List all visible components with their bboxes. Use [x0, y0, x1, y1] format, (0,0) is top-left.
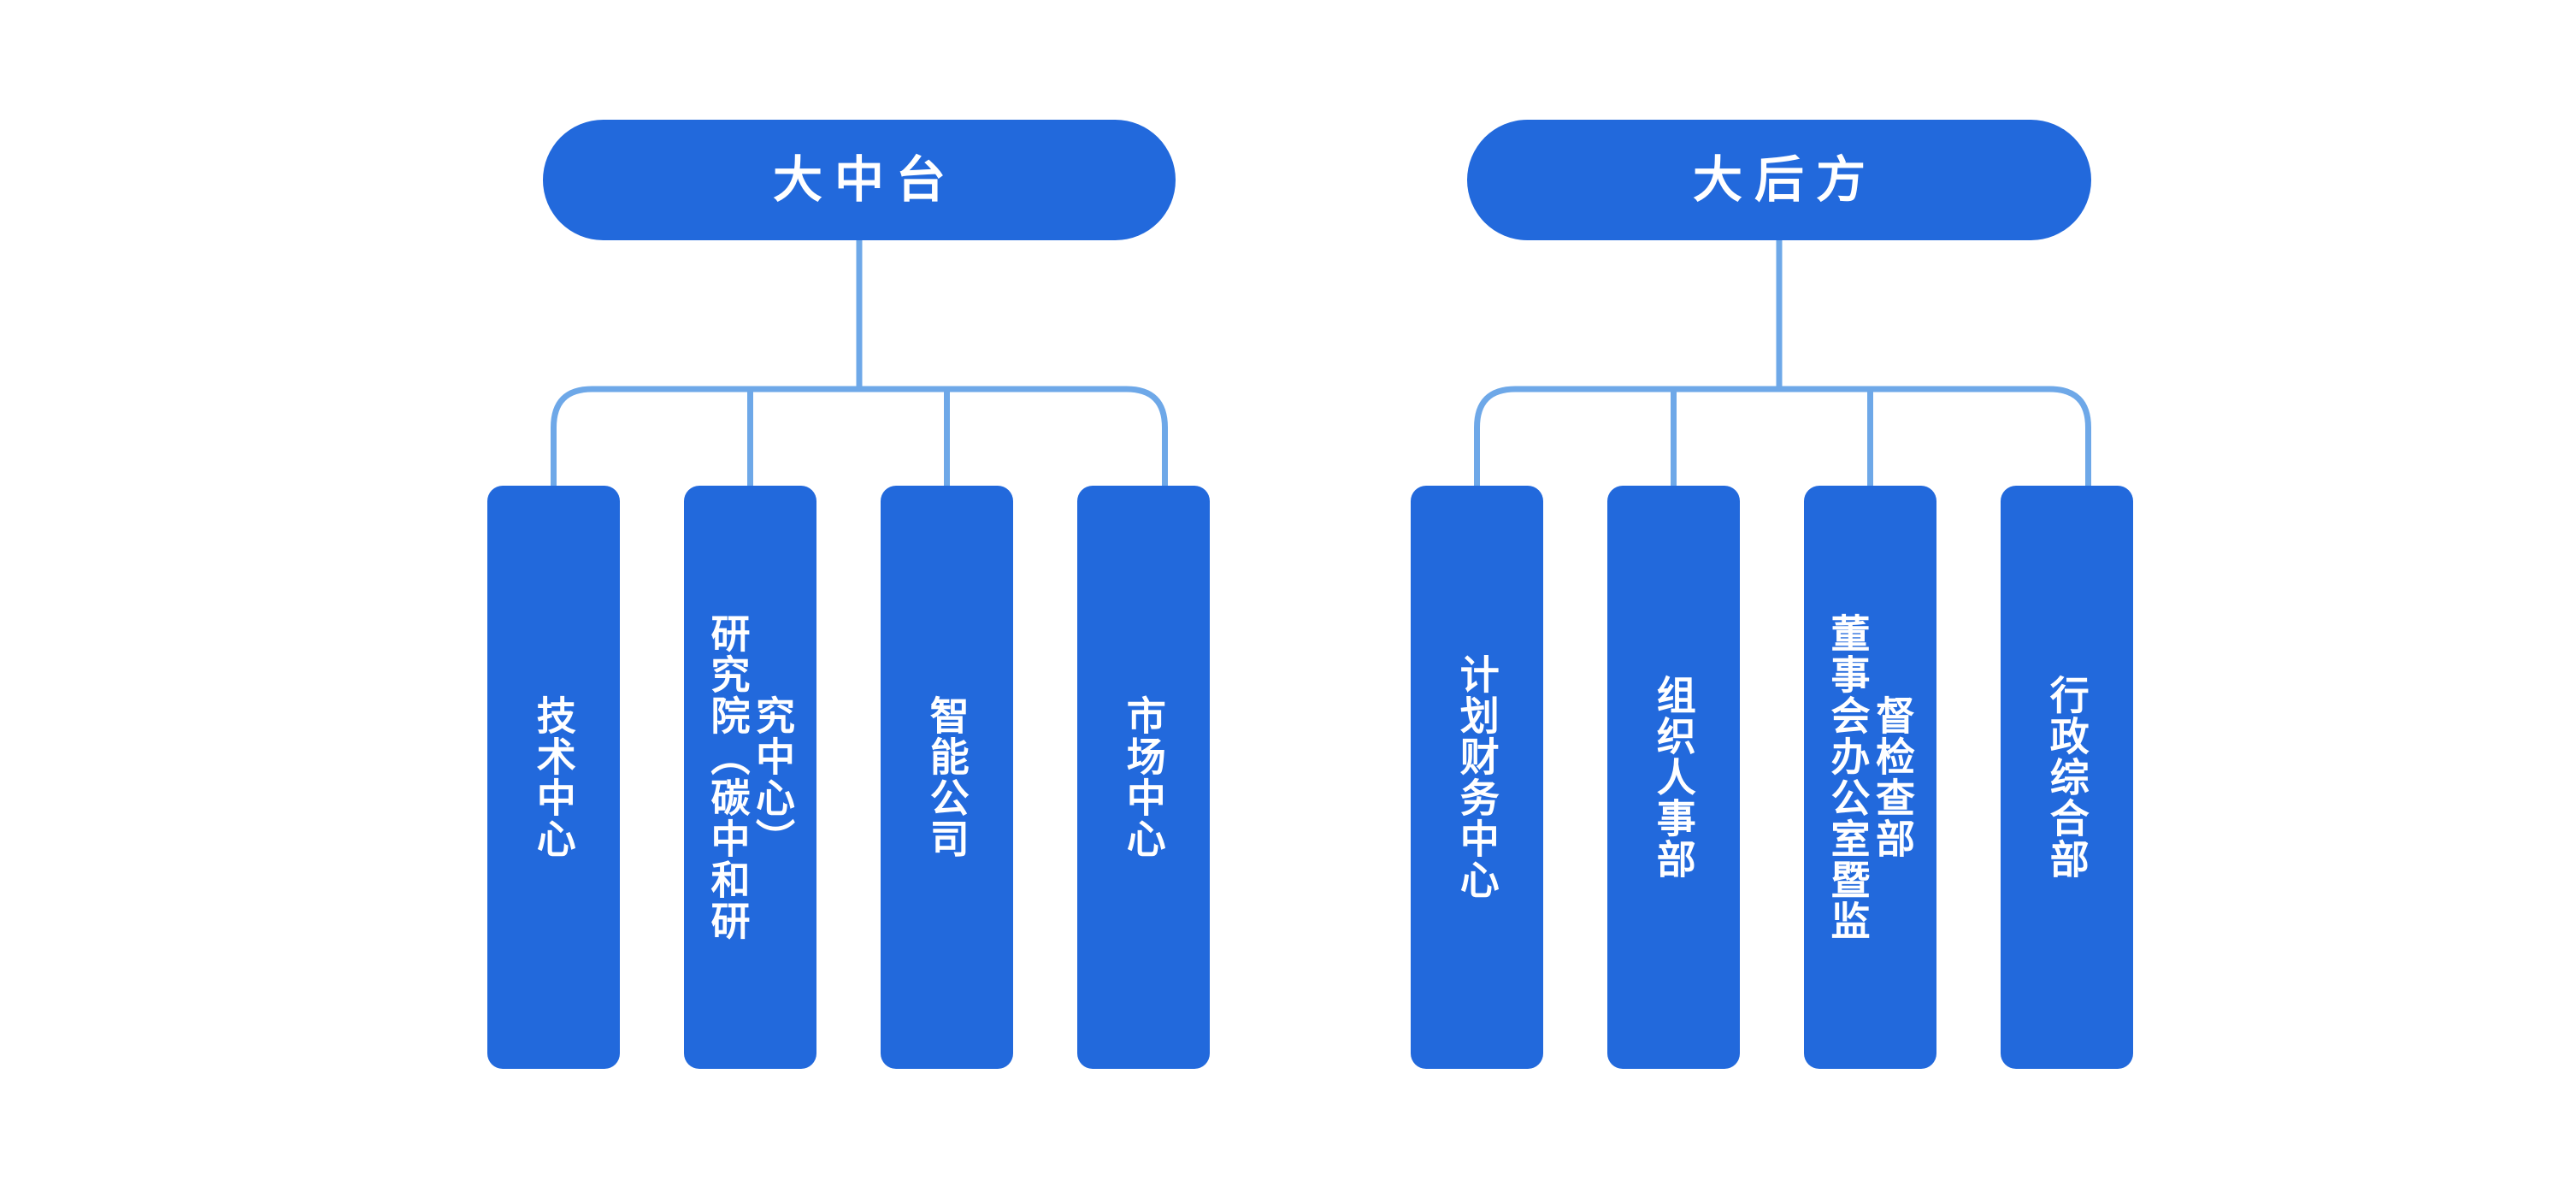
dept-box-research-institute[interactable]: 研究院（碳中和研究中心）: [684, 486, 816, 1069]
group-root-label-rear-support: 大后方: [1692, 151, 1877, 208]
dept-box-board-office[interactable]: 董事会办公室暨监督检查部: [1804, 486, 1936, 1069]
group-root-label-mid-platform: 大中台: [772, 151, 958, 208]
dept-box-intelligent-company[interactable]: 智能公司: [881, 486, 1013, 1069]
connector-bus-rear-support: [1474, 386, 2091, 486]
dept-box-hr-department[interactable]: 组织人事部: [1607, 486, 1740, 1069]
dept-box-admin-department[interactable]: 行政综合部: [2001, 486, 2133, 1069]
dept-label-intelligent-company: 智能公司: [924, 695, 970, 859]
dept-label-finance-center: 计划财务中心: [1454, 654, 1500, 900]
dept-box-finance-center[interactable]: 计划财务中心: [1411, 486, 1543, 1069]
dept-label-admin-department: 行政综合部: [2044, 675, 2090, 880]
group-root-rear-support[interactable]: 大后方: [1467, 120, 2091, 240]
group-root-mid-platform[interactable]: 大中台: [543, 120, 1176, 240]
dept-box-tech-center[interactable]: 技术中心: [487, 486, 620, 1069]
dept-label-tech-center: 技术中心: [531, 695, 576, 859]
dept-box-market-center[interactable]: 市场中心: [1077, 486, 1210, 1069]
dept-label-board-office: 董事会办公室暨监督检查部: [1825, 613, 1915, 941]
dept-label-market-center: 市场中心: [1121, 695, 1166, 859]
dept-label-hr-department: 组织人事部: [1651, 675, 1696, 880]
connector-bus-mid-platform: [551, 386, 1168, 486]
dept-label-research-institute: 研究院（碳中和研究中心）: [705, 613, 795, 941]
